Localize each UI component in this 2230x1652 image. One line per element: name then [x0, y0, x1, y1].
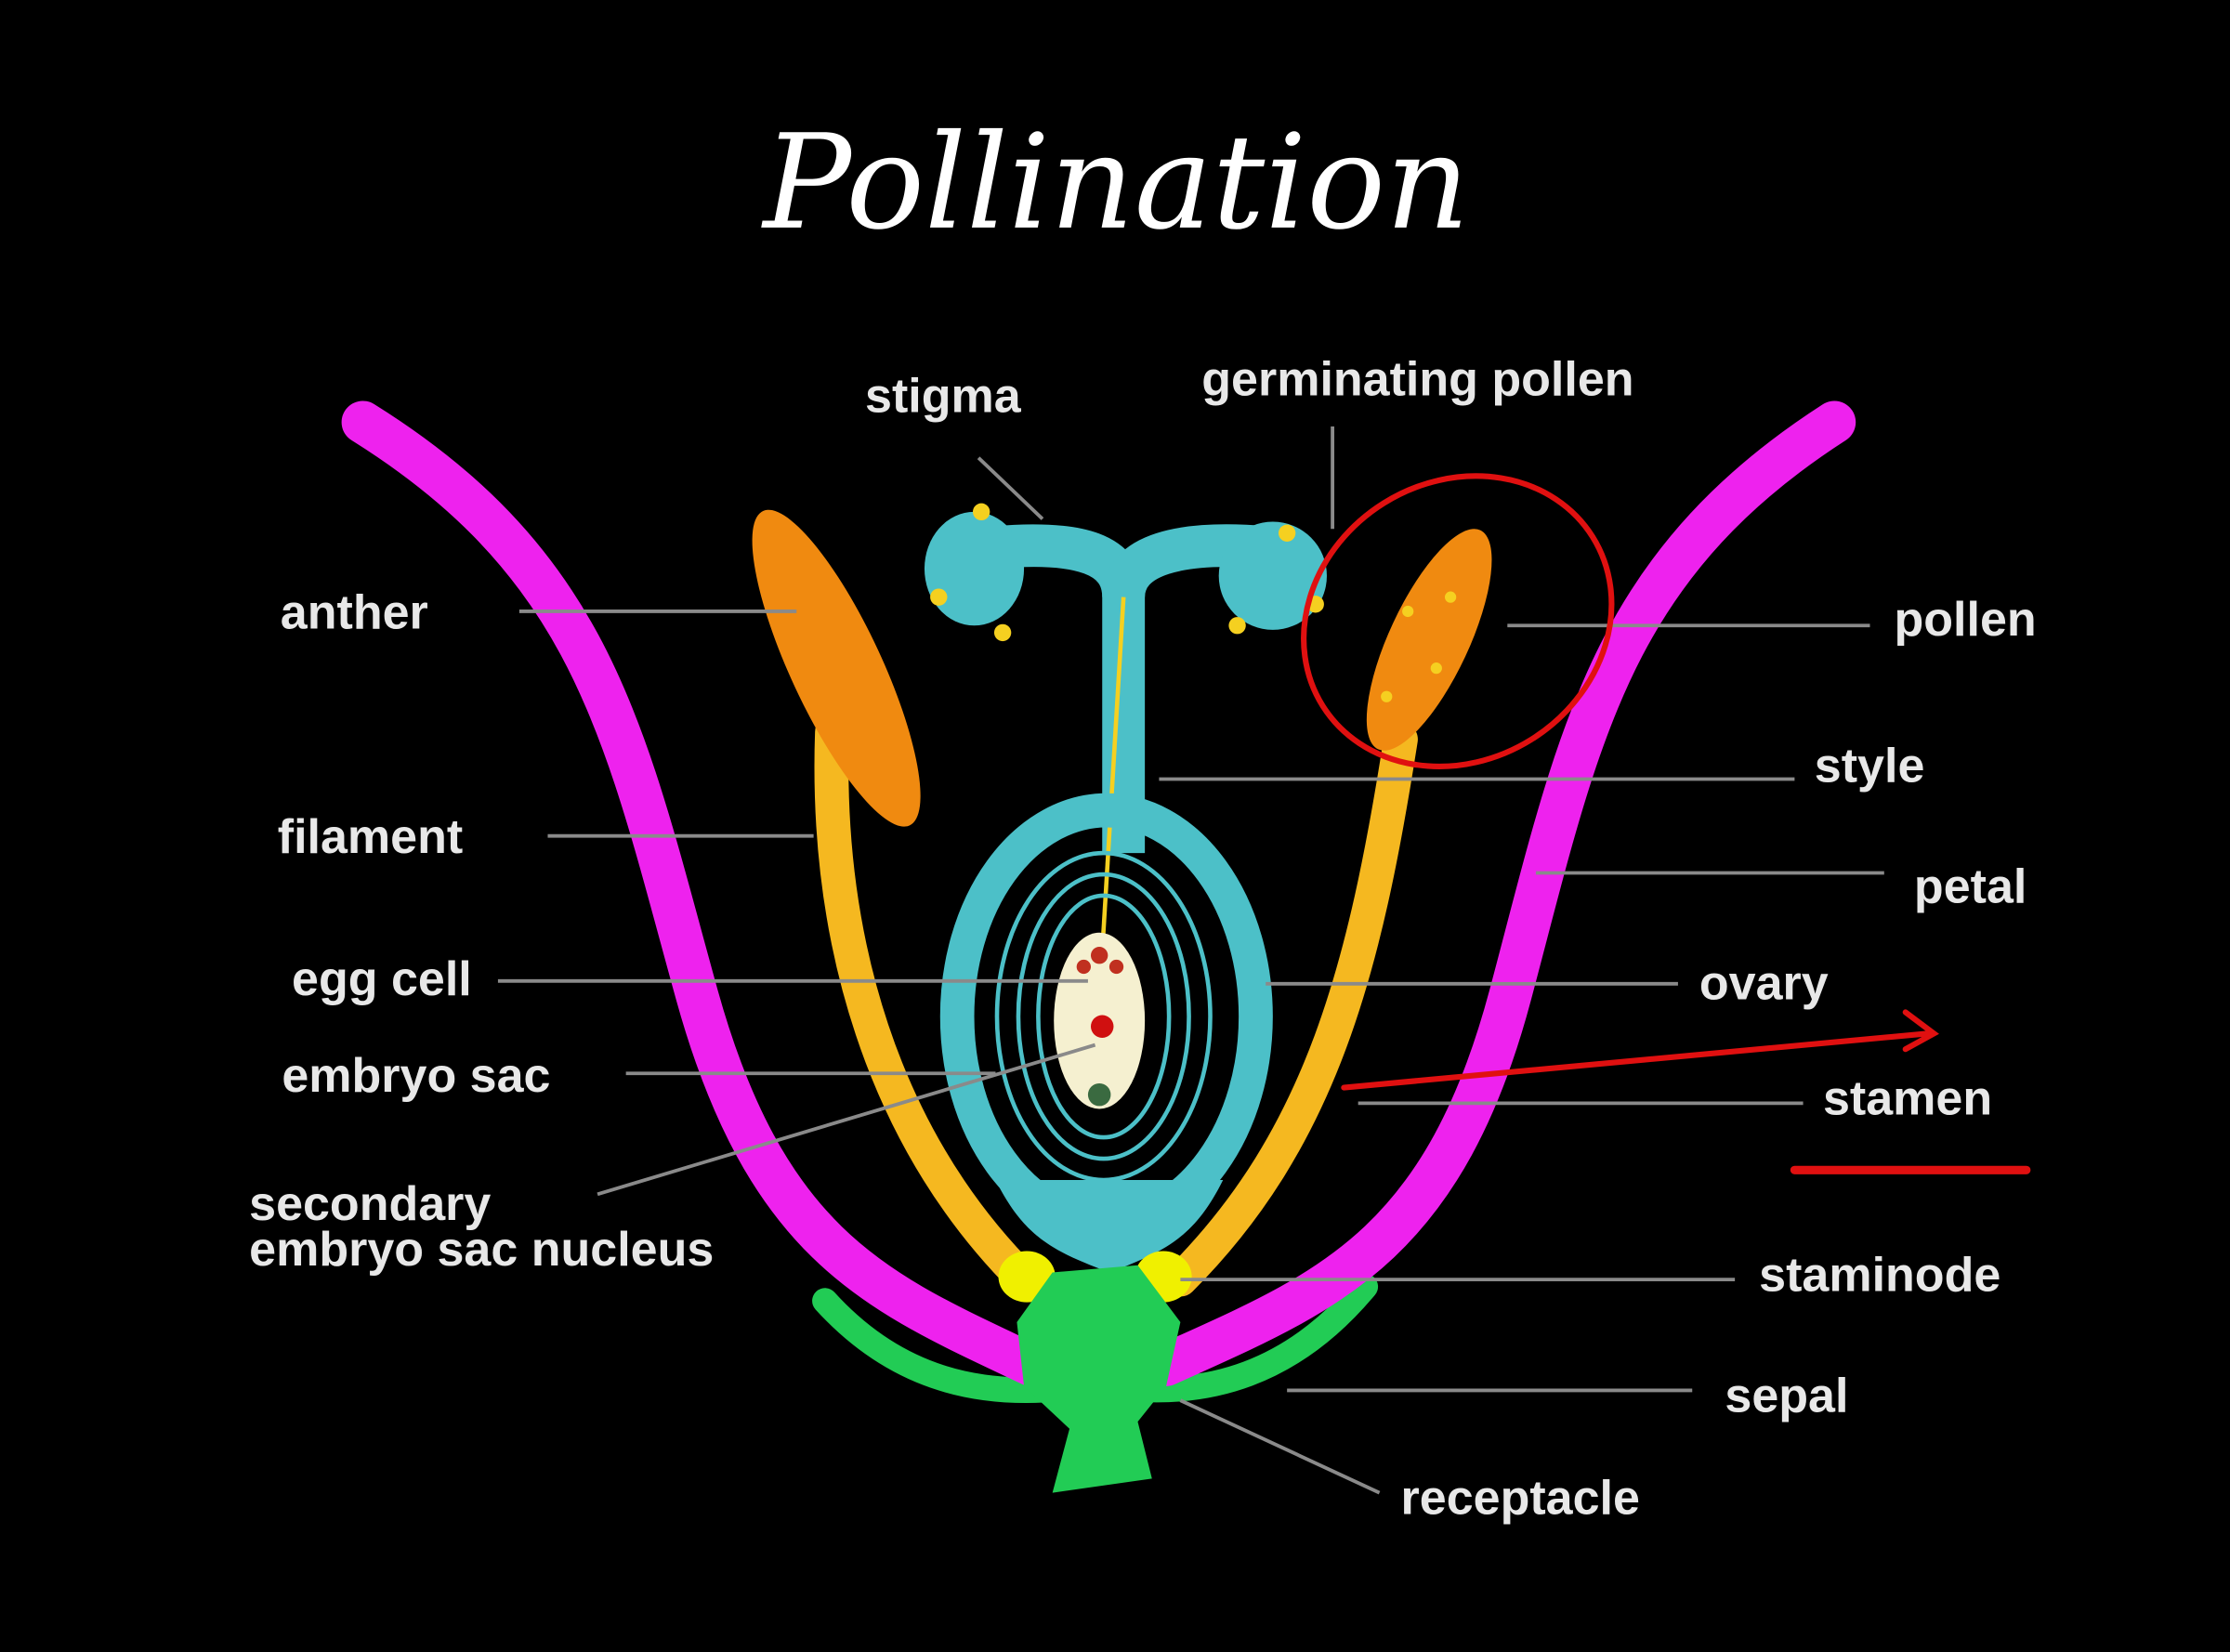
left-anther: [752, 509, 921, 827]
label-pollen: pollen: [1895, 593, 2037, 647]
label-petal: petal: [1914, 860, 2027, 914]
label-secondary-embryo-sac-nucleus-1: secondary: [249, 1177, 491, 1231]
label-egg-cell: egg cell: [292, 952, 472, 1006]
right-anther: [1366, 529, 1492, 751]
label-secondary-embryo-sac-nucleus-2: embryo sac nucleus: [249, 1223, 714, 1277]
filaments: [814, 715, 1418, 1297]
pollen-grains: [1381, 591, 1457, 702]
label-style: style: [1815, 740, 1925, 793]
label-receptacle: receptacle: [1401, 1472, 1640, 1526]
label-filament: filament: [278, 810, 463, 864]
red-annotations: [1301, 473, 2031, 1174]
pollen-highlight-circle: [1301, 473, 1615, 769]
label-anther: anther: [281, 585, 428, 639]
label-stigma: stigma: [865, 370, 1022, 424]
label-germinating-pollen: germinating pollen: [1201, 352, 1633, 406]
embryo-sac-cells: [1076, 947, 1124, 1107]
label-embryo-sac: embryo sac: [282, 1049, 550, 1103]
label-ovary: ovary: [1699, 957, 1829, 1011]
diagram-title: Pollination: [760, 107, 1469, 259]
leader-lines: [497, 426, 1884, 1495]
receptacle-shape: [1017, 1265, 1181, 1493]
pistil: [924, 503, 1327, 1273]
label-stamen: stamen: [1823, 1072, 1992, 1126]
stamen-arrow-icon: [1341, 1009, 1939, 1091]
label-staminode: staminode: [1759, 1248, 2000, 1302]
label-sepal: sepal: [1725, 1369, 1848, 1423]
